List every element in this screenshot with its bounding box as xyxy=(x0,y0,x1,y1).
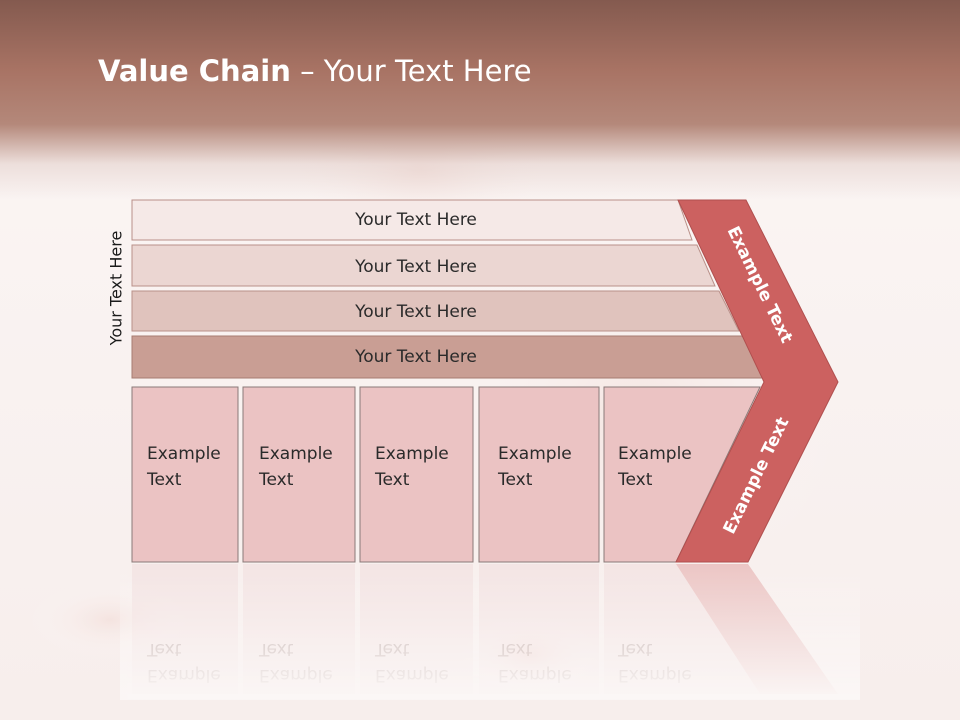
cell-label-line1: Example xyxy=(375,444,449,464)
row-label: Your Text Here xyxy=(354,210,477,230)
cell-label-line1: Example xyxy=(147,444,221,464)
cell-label-line2: Text xyxy=(617,470,653,490)
cell-label-line2: Text xyxy=(146,470,182,490)
page-title: Value Chain – Your Text Here xyxy=(98,54,532,88)
row-bar xyxy=(131,290,740,332)
row-bar xyxy=(131,244,716,287)
cell-label-line2: Text xyxy=(497,470,533,490)
activity-cell xyxy=(242,386,356,563)
cell-label-line2: Text xyxy=(374,470,410,490)
row-label: Your Text Here xyxy=(354,257,477,277)
cell-label-line1: Example xyxy=(618,444,692,464)
cell-label-line2: Text xyxy=(258,470,294,490)
title-bold: Value Chain xyxy=(98,54,291,88)
row-label: Your Text Here xyxy=(354,302,477,322)
reflection: Example Text Example Text Example Text E… xyxy=(120,560,860,700)
activity-cell xyxy=(359,386,474,563)
row-label: Your Text Here xyxy=(354,347,477,367)
row-bar xyxy=(131,199,693,241)
cell-label-line1: Example xyxy=(498,444,572,464)
activity-cell xyxy=(478,386,600,563)
margin-chevron xyxy=(675,199,839,563)
header-band xyxy=(0,0,960,200)
activity-cell xyxy=(131,386,239,563)
title-rest: – Your Text Here xyxy=(290,54,532,88)
cell-label-line1: Example xyxy=(259,444,333,464)
